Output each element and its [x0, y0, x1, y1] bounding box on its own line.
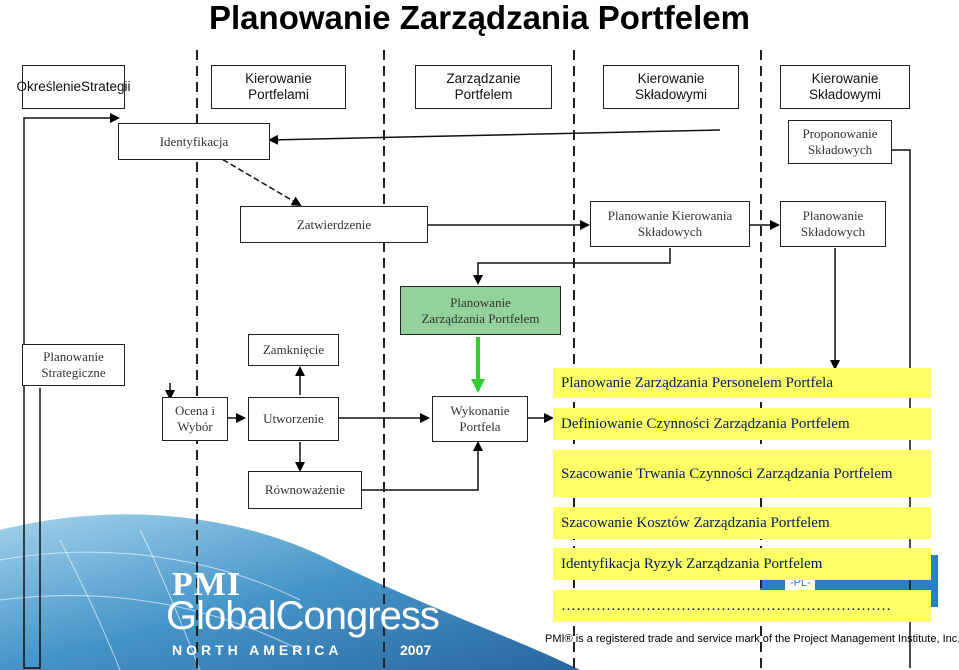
box-label: Składowymi	[808, 87, 882, 102]
brand-global-congress: GlobalCongress	[166, 594, 440, 638]
callout-item: Identyfikacja Ryzyk Zarządzania Portfele…	[553, 548, 931, 580]
brand-region: NORTH AMERICA	[172, 642, 343, 658]
svg-text:-PL-: -PL-	[790, 577, 811, 589]
box-label: Utworzenie	[263, 411, 324, 426]
box-label: Zamknięcie	[262, 342, 325, 357]
box-label: Portfelem	[454, 87, 513, 102]
callout-item: Planowanie Zarządzania Personelem Portfe…	[553, 368, 931, 398]
box-label: Składowych	[800, 224, 866, 239]
box-label: Portfelami	[248, 87, 309, 102]
brand-pmi: PMI	[172, 566, 242, 603]
box-label: Planowanie Kierowania	[607, 208, 733, 223]
arrow-proponowanie-identyfikacja	[268, 129, 721, 145]
header-kierowanie-skladowymi-1[interactable]: Kierowanie Składowymi	[603, 65, 739, 109]
box-label: Wybór	[177, 419, 213, 434]
box-label: Proponowanie	[802, 126, 878, 141]
page-title: Planowanie Zarządzania Portfelem	[209, 0, 750, 36]
box-label: Strategii	[81, 79, 131, 94]
feedback-arrow-left	[23, 113, 120, 669]
header-kierowanie-portfelami[interactable]: Kierowanie Portfelami	[211, 65, 346, 109]
arrow-identyfikacja-zatwierdzenie	[214, 154, 302, 207]
box-label: Portfela	[459, 419, 501, 434]
box-label: Planowanie	[450, 294, 511, 310]
box-label: Składowych	[637, 224, 703, 239]
process-zatwierdzenie[interactable]: Zatwierdzenie	[240, 206, 428, 243]
feedback-line-right-top	[892, 149, 911, 400]
box-label: Zarządzanie	[446, 71, 521, 86]
process-ocena-i-wybor[interactable]: Ocena i Wybór	[162, 397, 228, 441]
globe-swoosh	[0, 514, 580, 670]
process-zamkniecie[interactable]: Zamknięcie	[248, 334, 339, 366]
process-rownowazenie[interactable]: Równoważenie	[248, 471, 362, 509]
callout-item: Definiowanie Czynności Zarządzania Portf…	[553, 408, 931, 440]
callout-item: Szacowanie Trwania Czynności Zarządzania…	[553, 450, 931, 497]
header-okreslenie-strategii[interactable]: Określenie Strategii	[16, 65, 131, 109]
box-label: Zatwierdzenie	[296, 216, 372, 232]
process-planowanie-skladowych[interactable]: Planowanie Składowych	[780, 201, 886, 247]
box-label: Kierowanie	[637, 71, 705, 86]
box-label: Identyfikacja	[159, 133, 229, 149]
header-zarzadzanie-portfelem[interactable]: Zarządzanie Portfelem	[415, 65, 552, 109]
box-label: Równoważenie	[264, 482, 346, 497]
pmi-global-congress-logo: PMI GlobalCongress NORTH AMERICA 2007	[150, 560, 480, 660]
process-planowanie-strategiczne[interactable]: Planowanie Strategiczne	[22, 344, 125, 386]
box-label: Składowymi	[634, 87, 708, 102]
header-kierowanie-skladowymi-2[interactable]: Kierowanie Składowymi	[780, 65, 910, 109]
box-label: Zarządzania Portfelem	[421, 310, 540, 326]
arrow-rownowazenie-wykonanie	[362, 441, 483, 491]
callout-item: Szacowanie Kosztów Zarządzania Portfelem	[553, 507, 931, 539]
box-label: Strategiczne	[41, 365, 106, 380]
process-planowanie-kierowania-skladowych[interactable]: Planowanie Kierowania Składowych	[590, 201, 750, 247]
process-proponowanie-skladowych[interactable]: Proponowanie Składowych	[788, 120, 892, 164]
process-wykonanie-portfela[interactable]: Wykonanie Portfela	[432, 396, 528, 442]
box-label: Planowanie	[802, 208, 864, 223]
process-utworzenie[interactable]: Utworzenie	[248, 397, 339, 441]
process-planowanie-zarzadzania-portfelem[interactable]: Planowanie Zarządzania Portfelem	[400, 286, 561, 335]
footer-trademark: PMI® is a registered trade and service m…	[545, 633, 959, 645]
brand-year: 2007	[400, 642, 432, 658]
callout-item: …………………………………………………………	[553, 590, 931, 622]
box-label: Kierowanie	[245, 71, 312, 86]
arrow-to-planowanie-zarzadzania	[473, 248, 671, 285]
box-label: Kierowanie	[811, 71, 879, 86]
box-label: Określenie	[16, 79, 81, 94]
box-label: Składowych	[807, 142, 873, 157]
box-label: Planowanie	[43, 349, 104, 364]
process-identyfikacja[interactable]: Identyfikacja	[118, 123, 270, 160]
box-label: Ocena i	[174, 403, 216, 418]
box-label: Wykonanie	[450, 403, 510, 418]
